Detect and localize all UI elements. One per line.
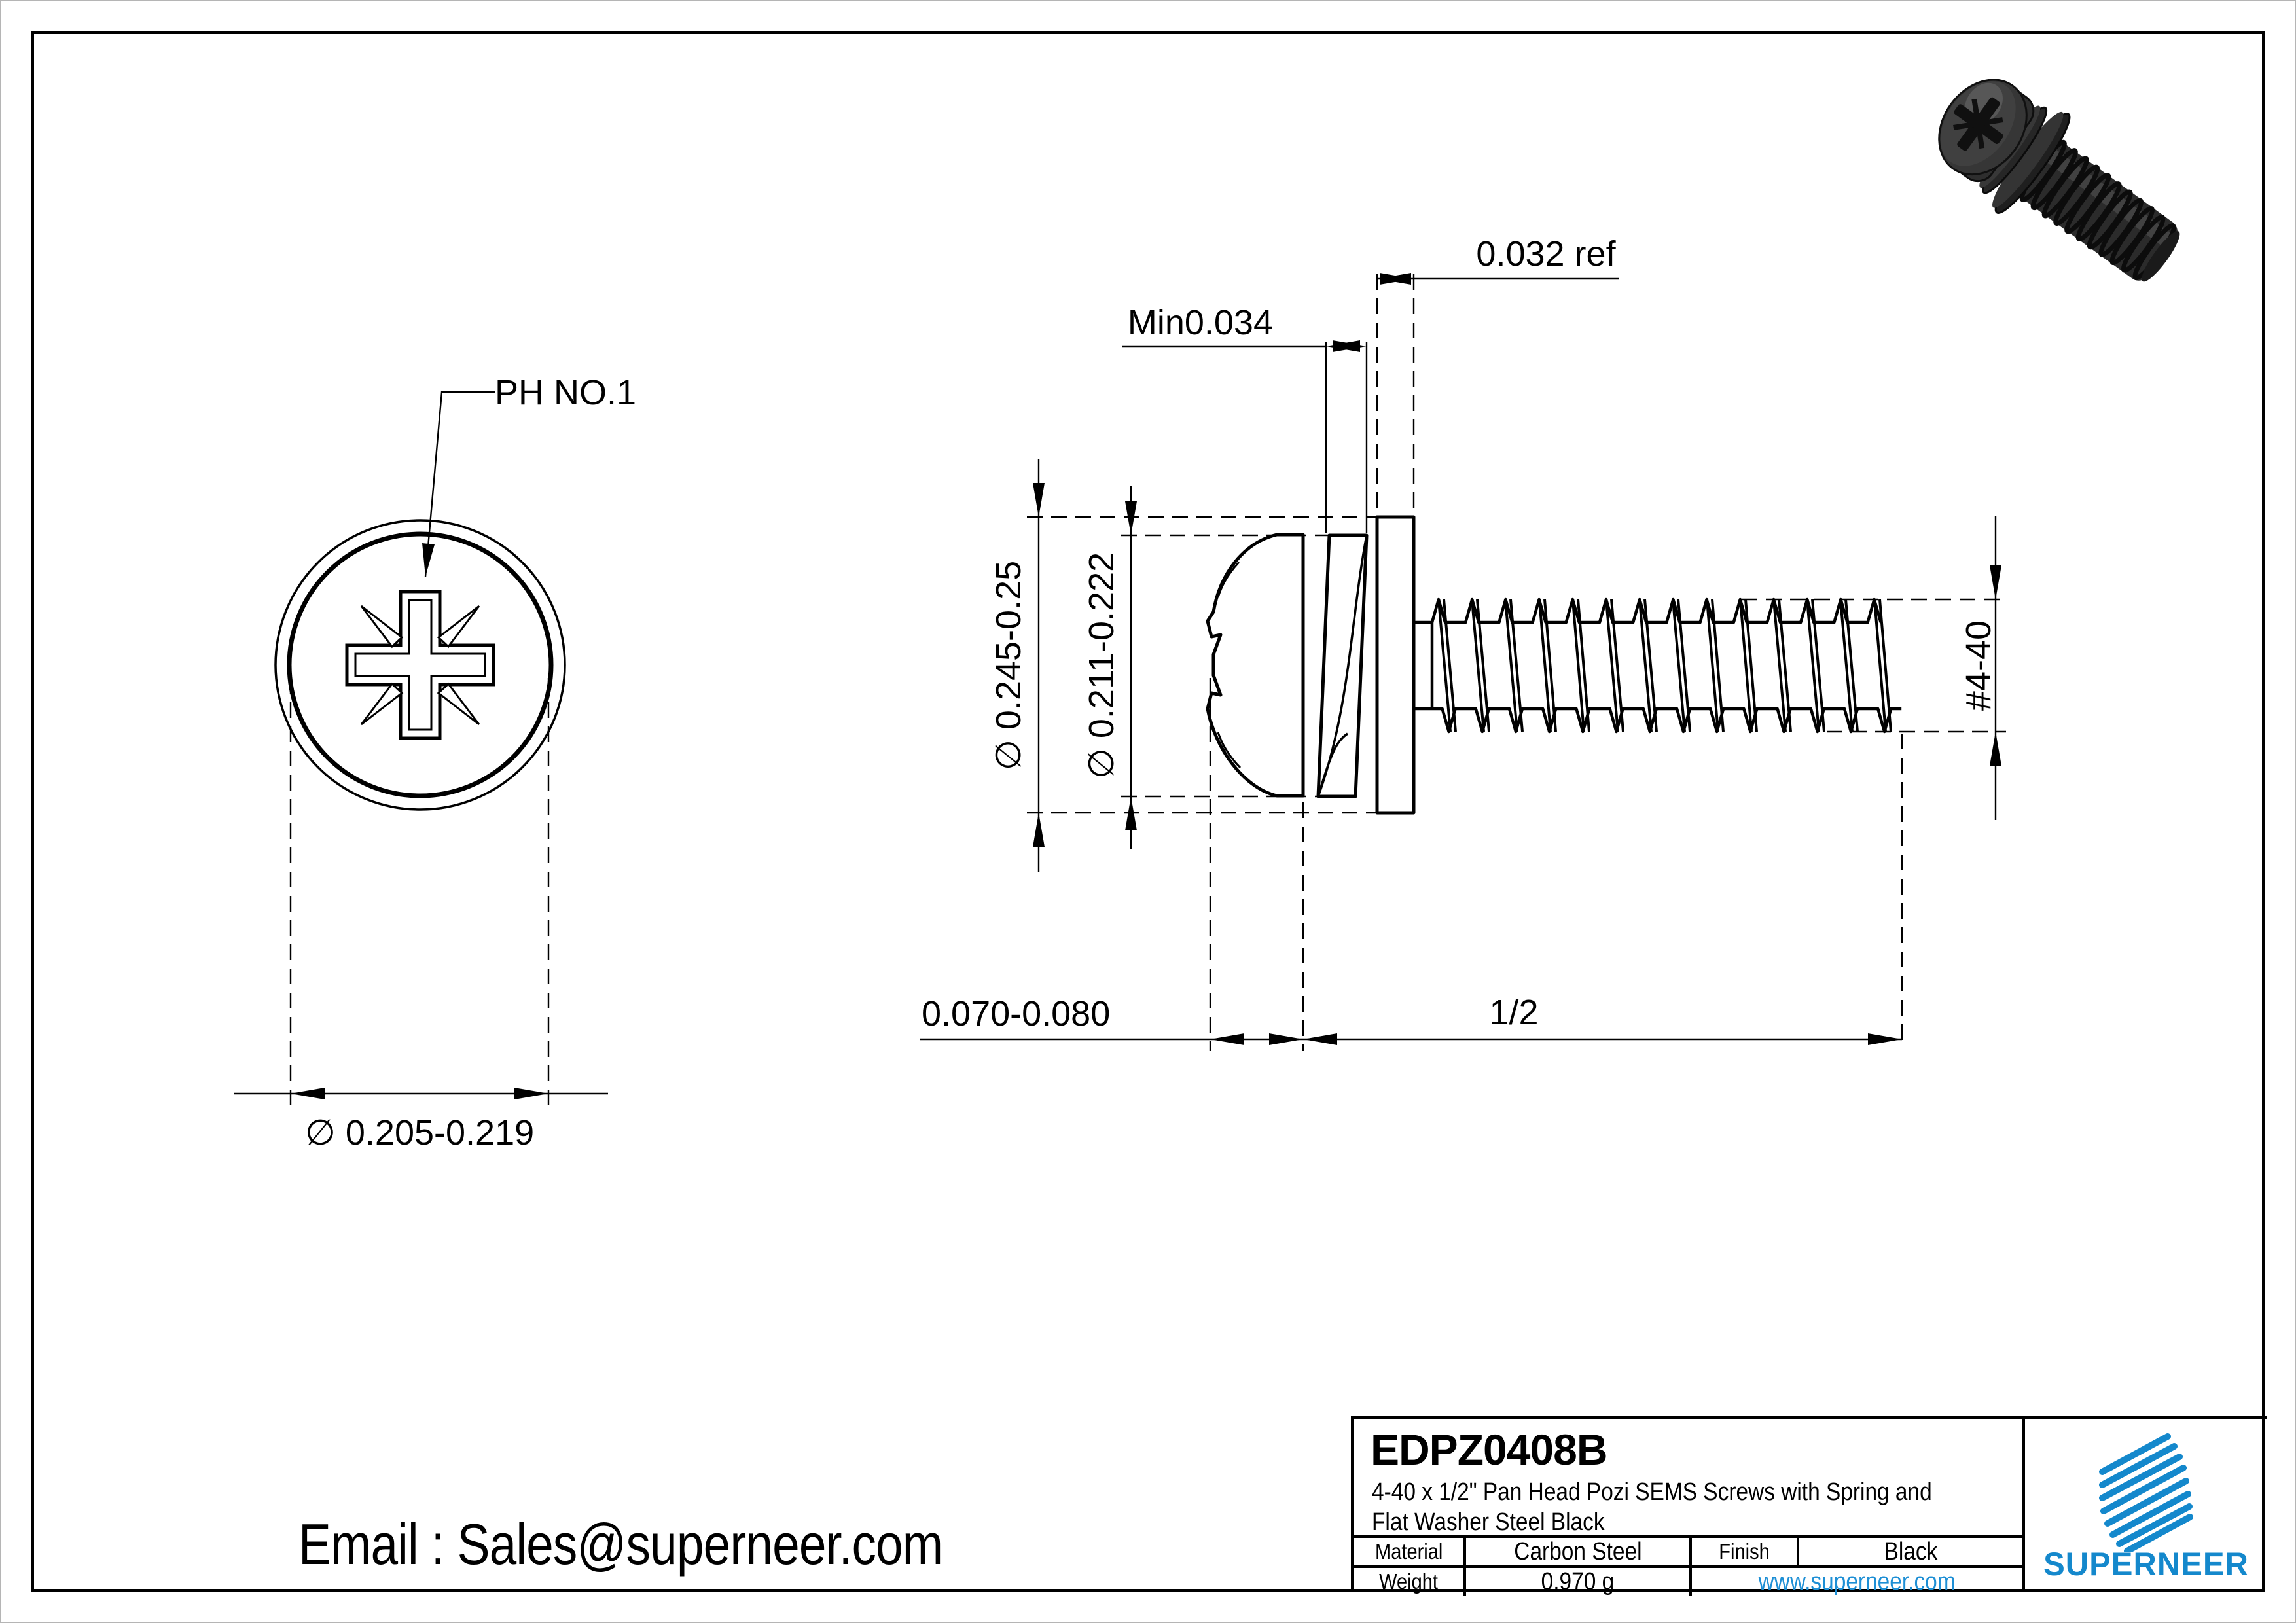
email-text: Email : Sales@superneer.com: [298, 1512, 943, 1577]
brand-logo-cell: SUPERNEER: [2022, 1419, 2267, 1592]
leader-line: [424, 391, 495, 577]
front-view: [274, 519, 566, 811]
recess-label: PH NO.1: [495, 373, 636, 412]
pozi-recess-outer: [345, 590, 495, 740]
dim-spring-washer-width: Min0.034: [1128, 303, 1273, 342]
dimension-arrowheads: [291, 273, 2001, 1099]
head-profile: [1206, 533, 1305, 798]
spring-washer-coil: [1317, 535, 1368, 797]
website-link[interactable]: www.superneer.com: [1689, 1568, 2022, 1596]
description-line2: Flat Washer Steel Black: [1372, 1508, 1605, 1536]
table-row-weight: Weight 0.970 g www.superneer.com: [1354, 1565, 2022, 1596]
flat-washer-outline-front: [274, 519, 566, 811]
screw-3d-render: [1938, 79, 2180, 282]
thread-flank-lines: [1437, 599, 1892, 732]
shank-neck: [1414, 620, 1434, 711]
dim-flat-washer-od: ∅ 0.245-0.25: [989, 561, 1028, 770]
material-value: Carbon Steel: [1463, 1538, 1689, 1565]
dim-flat-washer-width: 0.032 ref: [1476, 234, 1616, 274]
title-block: EDPZ0408B 4-40 x 1/2" Pan Head Pozi SEMS…: [1351, 1416, 2267, 1596]
head-outline-front: [287, 531, 554, 798]
side-view: [1206, 515, 1902, 815]
thread-bottom-profile: [1432, 707, 1902, 734]
brand-logo-icon: [2099, 1433, 2193, 1552]
spring-washer: [1316, 533, 1369, 798]
material-label: Material: [1374, 1539, 1443, 1563]
flat-washer: [1375, 515, 1416, 815]
weight-label: Weight: [1379, 1569, 1439, 1594]
dim-head-height: 0.070-0.080: [922, 994, 1110, 1033]
table-row-material: Material Carbon Steel Finish Black: [1354, 1535, 2022, 1565]
thread-ridges: [2019, 139, 2176, 281]
finish-label: Finish: [1689, 1538, 1797, 1565]
finish-value: Black: [1797, 1538, 2022, 1565]
brand-name: SUPERNEER: [2043, 1546, 2249, 1582]
drawing-border: [31, 31, 2265, 1592]
head-recess-flutes: [1217, 561, 1242, 769]
part-number: EDPZ0408B: [1371, 1425, 1608, 1474]
dim-head-od: ∅ 0.211-0.222: [1082, 552, 1121, 779]
spec-table: Material Carbon Steel Finish Black Weigh…: [1354, 1535, 2022, 1596]
pozi-recess-3d: [1953, 97, 2003, 151]
dim-head-diameter-front: ∅ 0.205-0.219: [305, 1113, 534, 1152]
description-line1: 4-40 x 1/2" Pan Head Pozi SEMS Screws wi…: [1372, 1478, 1932, 1506]
weight-value: 0.970 g: [1463, 1568, 1689, 1596]
part-description: 4-40 x 1/2" Pan Head Pozi SEMS Screws wi…: [1372, 1477, 1932, 1537]
flat-washer-face-3d: [1992, 111, 2064, 208]
extension-lines-dashed: [289, 274, 2006, 1110]
pozi-tick-marks: [360, 605, 480, 726]
pozi-recess-inner: [354, 599, 486, 731]
screw-tip: [2142, 231, 2180, 282]
dim-thread-spec: #4-40: [1959, 620, 1998, 711]
dim-thread-length: 1/2: [1489, 993, 1538, 1032]
